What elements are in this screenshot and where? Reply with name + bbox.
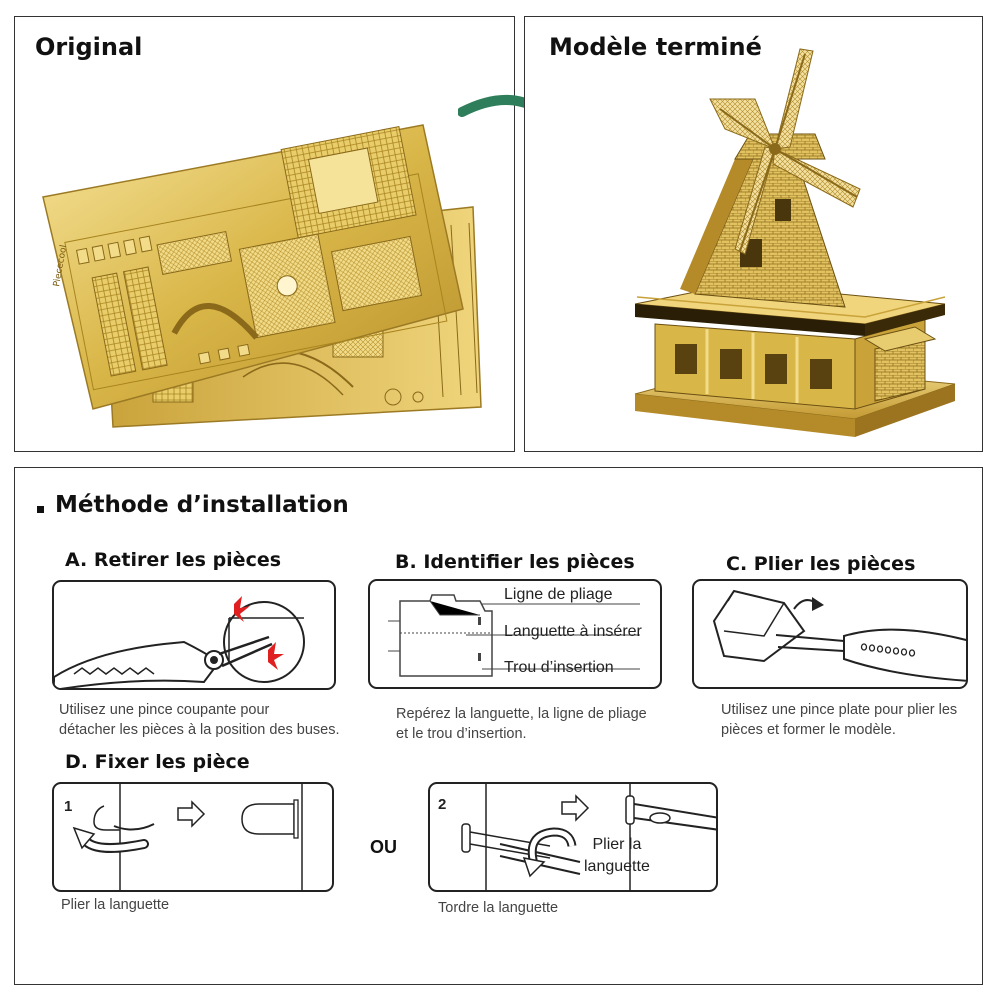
label-fold-line: Ligne de pliage [504,586,613,603]
step-c-caption: Utilisez une pince plate pour plier les … [721,700,957,740]
original-panel: Original [14,16,515,452]
twist-label: Plier la languette [584,834,650,878]
twist-label-line2: languette [584,858,650,875]
or-separator: OU [370,837,397,857]
windmill-model-image [625,39,975,444]
step-b-illustration: Ligne de pliage Languette à insérer Trou… [368,579,662,689]
step-b-caption-line1: Repérez la languette, la ligne de pliage [396,706,647,722]
step-a-title: A. Retirer les pièces [65,549,282,571]
step-c-caption-line1: Utilisez une pince plate pour plier les [721,702,958,718]
step-c-title: C. Plier les pièces [726,553,916,575]
step-a-caption-line1: Utilisez une pince coupante pour [59,702,270,718]
step-d-title: D. Fixer les pièce [65,751,250,773]
step-c-caption-line2: pièces et former le modèle. [721,722,896,738]
metal-sheets-image: Piececool [33,97,503,437]
step-d1-illustration: 1 [52,782,334,892]
step-b-caption-line2: et le trou d’insertion. [396,726,527,742]
step-d2-number: 2 [438,796,447,813]
step-b-title: B. Identifier les pièces [395,551,635,573]
step-a-caption-line2: détacher les pièces à la position des bu… [59,722,340,738]
twist-label-line1: Plier la [592,836,642,853]
step-d2-caption: Tordre la languette [438,900,559,916]
label-tab-to-insert: Languette à insérer [504,623,642,640]
heading-bullet [37,506,44,513]
finished-title: Modèle terminé [549,33,762,61]
step-d1-caption: Plier la languette [61,897,170,913]
label-insertion-hole: Trou d’insertion [504,659,614,676]
original-title: Original [35,33,143,61]
step-b-caption: Repérez la languette, la ligne de pliage… [396,704,647,744]
step-d2-illustration: 2 Plier la languette [428,782,718,892]
step-c-illustration [692,579,968,689]
step-a-illustration [52,580,336,690]
installation-panel: Méthode d’installation A. Retirer les pi… [14,467,983,985]
installation-heading: Méthode d’installation [55,492,349,518]
step-a-caption: Utilisez une pince coupante pour détache… [59,700,340,740]
step-d1-number: 1 [64,798,73,815]
finished-panel: Modèle terminé [524,16,983,452]
